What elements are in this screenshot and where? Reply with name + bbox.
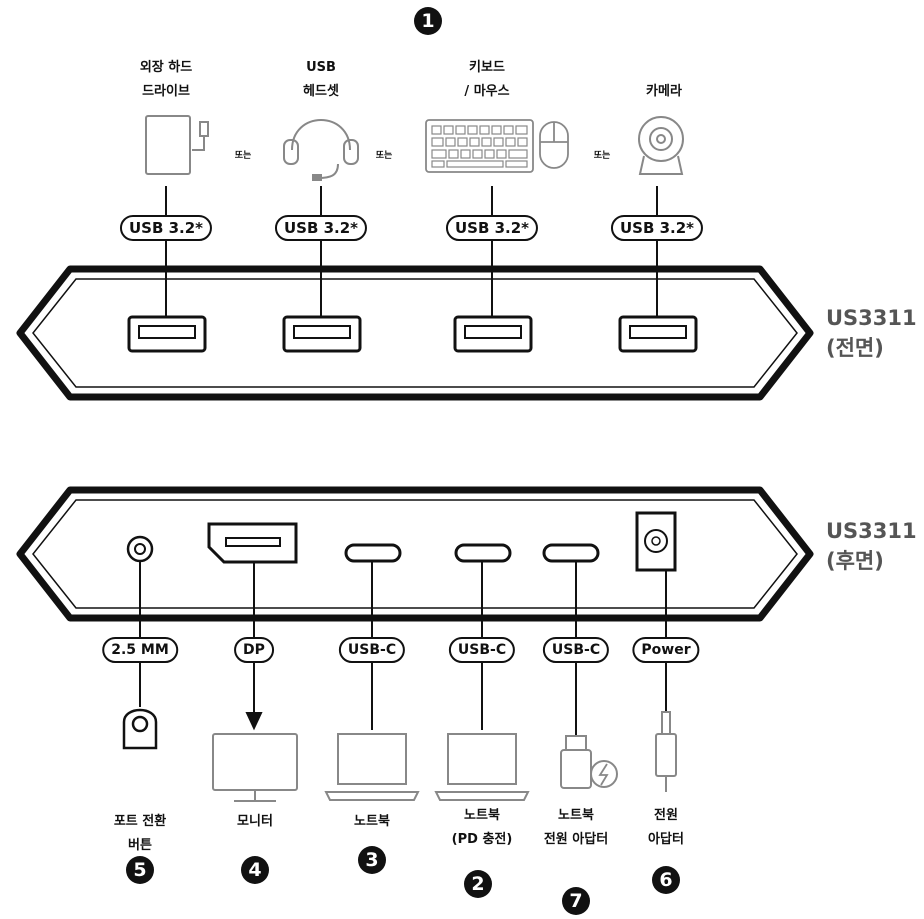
model-label-rear: US3311(후면) bbox=[826, 519, 917, 573]
port-label-usb32: USB 3.2* bbox=[445, 215, 539, 241]
port-usb-c-3 bbox=[542, 543, 600, 563]
port-label-usb-c: USB-C bbox=[338, 637, 406, 663]
front-usb-a-ports bbox=[127, 315, 698, 353]
port-label-dp: DP bbox=[234, 637, 274, 663]
or-label: 또는 bbox=[234, 151, 252, 161]
device-label-laptop-pd: 노트북(PD 충전) bbox=[451, 808, 513, 847]
port-label-usb32: USB 3.2* bbox=[274, 215, 368, 241]
port-label-power: Power bbox=[632, 637, 700, 663]
callout-badge-1: 1 bbox=[414, 7, 442, 35]
port-displayport bbox=[207, 522, 298, 564]
laptop-icon-1 bbox=[324, 733, 420, 801]
device-label-camera: 카메라 bbox=[646, 84, 682, 99]
callout-badge-5: 5 bbox=[126, 856, 154, 884]
keyboard-mouse-icon bbox=[425, 119, 569, 173]
callout-badge-7: 7 bbox=[562, 887, 590, 915]
or-label: 또는 bbox=[375, 151, 393, 161]
usb-c-power-adapter-icon bbox=[560, 735, 618, 789]
callout-badge-4: 4 bbox=[241, 856, 269, 884]
model-label-front: US3311(전면) bbox=[826, 306, 917, 360]
or-label: 또는 bbox=[593, 151, 611, 161]
port-label-2-5mm: 2.5 MM bbox=[102, 637, 178, 663]
front-connector-lines bbox=[165, 186, 658, 317]
monitor-icon bbox=[212, 733, 298, 802]
callout-badge-6: 6 bbox=[652, 866, 680, 894]
device-label-monitor: 모니터 bbox=[237, 814, 273, 829]
port-2-5mm bbox=[126, 535, 154, 563]
front-hub-body bbox=[16, 265, 814, 401]
external-drive-icon bbox=[145, 115, 209, 175]
port-label-usb-c: USB-C bbox=[542, 637, 610, 663]
device-label-laptop: 노트북 bbox=[354, 814, 390, 829]
power-adapter-icon bbox=[655, 711, 677, 792]
port-label-usb32: USB 3.2* bbox=[610, 215, 704, 241]
headset-icon bbox=[283, 119, 359, 181]
rear-ports bbox=[126, 511, 677, 572]
device-label-keyboard-mouse: 키보드/ 마우스 bbox=[464, 60, 510, 99]
port-usb-c-1 bbox=[344, 543, 402, 563]
webcam-icon bbox=[638, 116, 684, 175]
callout-badge-3: 3 bbox=[358, 846, 386, 874]
port-label-usb32: USB 3.2* bbox=[119, 215, 213, 241]
port-dc-power bbox=[635, 511, 677, 572]
laptop-icon-2 bbox=[434, 733, 530, 801]
remote-switch-icon bbox=[122, 708, 158, 750]
rear-hub-body bbox=[16, 486, 814, 622]
port-usb-c-2 bbox=[454, 543, 512, 563]
callout-badge-2: 2 bbox=[464, 870, 492, 898]
port-label-usb-c: USB-C bbox=[448, 637, 516, 663]
